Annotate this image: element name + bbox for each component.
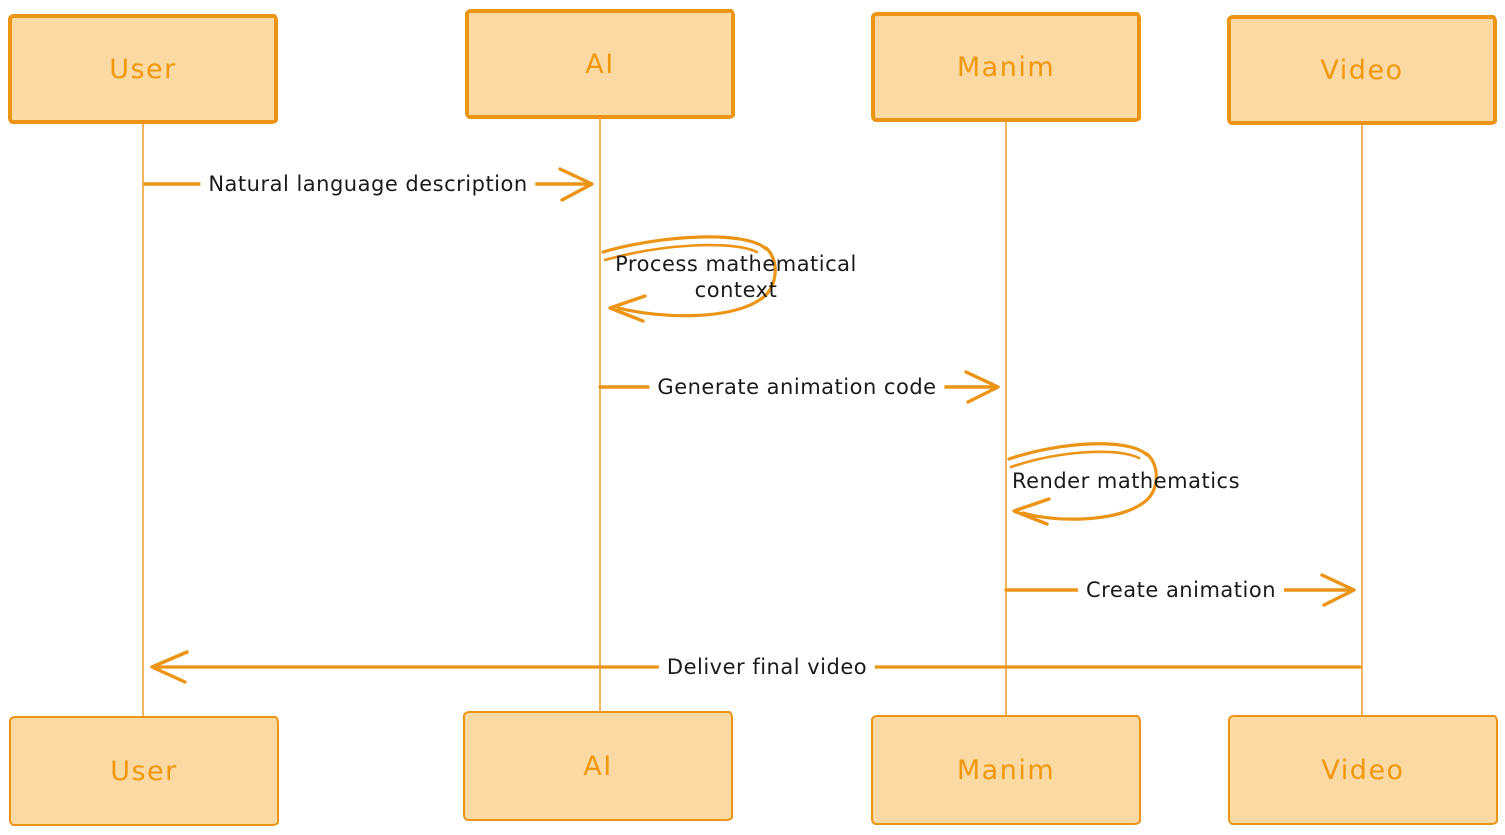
self-loop-manim-return-stroke: [1021, 452, 1158, 521]
actor-box-video-bottom: Video: [1228, 715, 1498, 825]
actor-label-manim: Manim: [956, 51, 1056, 83]
actor-label-manim: Manim: [956, 754, 1056, 786]
actor-box-ai-bottom: AI: [463, 711, 733, 821]
self-loop-manim-top-stroke: [1007, 442, 1149, 461]
actor-label-user: User: [109, 53, 177, 85]
message-label-process-mathematical-context: Process mathematical context: [615, 252, 857, 302]
arrowhead-left-icon: [608, 294, 647, 323]
message-label-natural-language-description: Natural language description: [200, 172, 536, 196]
message-label-render-mathematics: Render mathematics: [1011, 469, 1241, 493]
self-loop-ai-top-stroke: [601, 235, 768, 254]
actor-box-manim-bottom: Manim: [871, 715, 1141, 825]
actor-box-manim-top: Manim: [871, 12, 1141, 122]
actor-label-video: Video: [1321, 754, 1405, 786]
actor-label-video: Video: [1320, 54, 1404, 86]
arrowhead-left-icon: [1012, 497, 1051, 526]
self-loop-ai-top-overdraw-stroke: [603, 243, 759, 262]
message-label-deliver-final-video: Deliver final video: [658, 655, 876, 679]
actor-label-ai: AI: [585, 48, 615, 80]
actor-label-user: User: [110, 755, 178, 787]
message-label-create-animation: Create animation: [1077, 578, 1285, 602]
message-label-generate-animation-code: Generate animation code: [649, 375, 945, 399]
actor-label-ai: AI: [583, 750, 613, 782]
actor-box-video-top: Video: [1227, 15, 1497, 125]
actor-box-user-top: User: [8, 14, 278, 124]
arrowhead-right-icon: [964, 370, 1000, 404]
self-loop-ai-return-stroke: [616, 246, 777, 318]
actor-box-ai-top: AI: [465, 9, 735, 119]
actor-box-user-bottom: User: [9, 716, 279, 826]
self-loop-manim-top-overdraw-stroke: [1009, 450, 1141, 469]
arrowhead-right-icon: [1320, 573, 1356, 607]
arrowhead-right-icon: [558, 167, 594, 202]
arrowhead-left-icon: [150, 650, 189, 684]
